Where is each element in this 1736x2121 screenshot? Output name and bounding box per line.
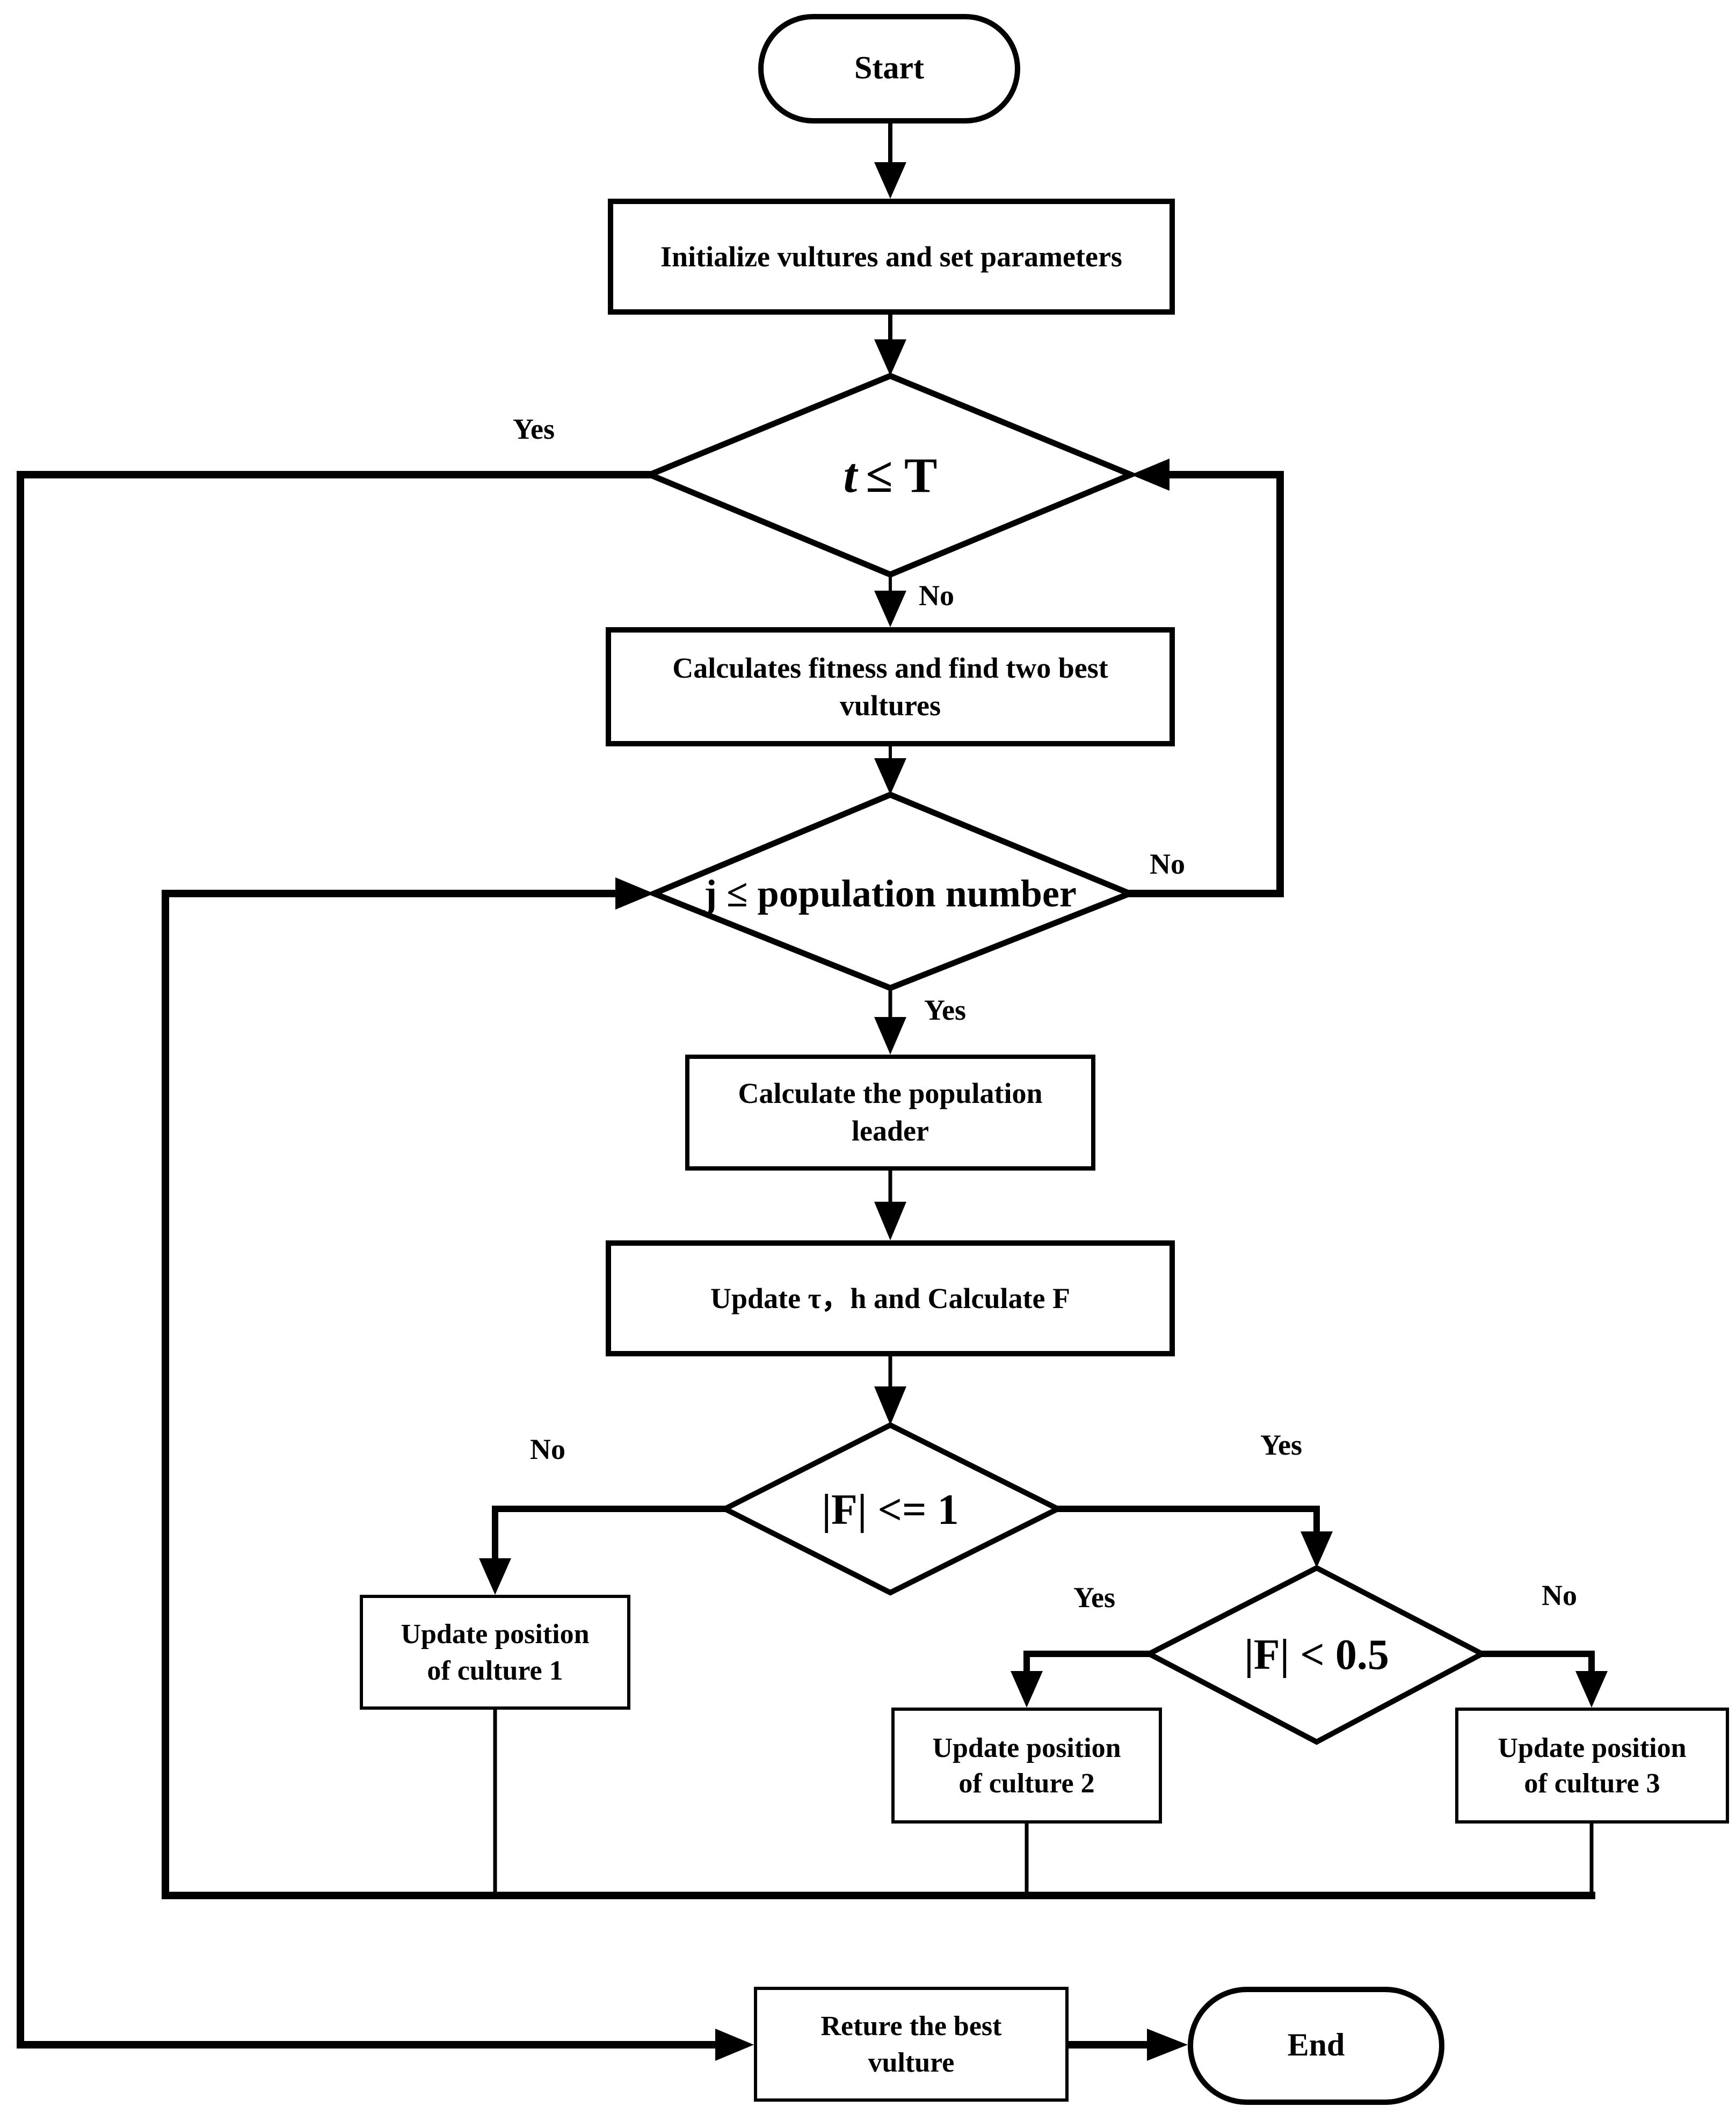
node-return-best-vulture-line2: vulture (868, 2046, 955, 2078)
arrowhead-into-condj-left (615, 877, 654, 910)
node-return-best-vulture[interactable]: Reture the best vulture (754, 1987, 1069, 2102)
arrowhead-into-condt-right (1131, 459, 1170, 491)
node-update-culture-1[interactable]: Update position of culture 1 (360, 1595, 630, 1710)
arrowhead-into-leader (874, 1017, 906, 1055)
arrowhead-into-end (1147, 2029, 1188, 2061)
node-update-culture-3-line1: Update position (1498, 1732, 1687, 1763)
arrowhead-into-condt (874, 339, 906, 376)
edge-condf1-yes-condf2 (1055, 1506, 1320, 1536)
node-start[interactable]: Start (758, 14, 1020, 124)
edge-condj-no-condt (1126, 471, 1284, 897)
node-update-culture-1-line2: of culture 1 (427, 1654, 563, 1686)
decision-t-comparison: ≤ T (866, 447, 938, 502)
node-calculate-fitness-line1: Calculates fitness and find two best (672, 651, 1108, 684)
arrowhead-into-condf2 (1301, 1531, 1333, 1568)
node-end[interactable]: End (1188, 1987, 1444, 2105)
node-update-culture-2-line2: of culture 2 (958, 1768, 1095, 1799)
node-update-culture-1-line1: Update position (401, 1618, 590, 1650)
edge-condf2-no-culture3 (1479, 1651, 1595, 1675)
decision-absF-lt-05-shape[interactable] (1143, 1565, 1488, 1745)
node-update-culture-2[interactable]: Update position of culture 2 (891, 1708, 1162, 1824)
arrowhead-into-culture1 (479, 1558, 511, 1595)
node-calculate-fitness-line2: vultures (839, 689, 941, 721)
edge-label-f2-no: No (1542, 1579, 1577, 1611)
decision-absF-le-1-label: |F| <= 1 (822, 1485, 959, 1533)
edge-label-t-no: No (919, 579, 954, 612)
edge-label-f1-no: No (530, 1433, 565, 1465)
node-initialize-label: Initialize vultures and set parameters (660, 240, 1122, 273)
arrowhead-into-update (874, 1202, 906, 1240)
arrowhead-into-condj (874, 758, 906, 795)
edge-condt-yes-return (17, 471, 720, 2049)
edge-condf2-yes-culture2 (1023, 1651, 1152, 1675)
arrowhead-into-fitness (874, 591, 906, 627)
edge-label-t-yes: Yes (513, 413, 555, 445)
decision-j-le-population-label: j ≤ population number (704, 872, 1077, 915)
node-start-label: Start (854, 50, 924, 86)
node-initialize[interactable]: Initialize vultures and set parameters (608, 199, 1175, 315)
decision-t-variable: t (843, 447, 858, 502)
node-population-leader-line1: Calculate the population (738, 1077, 1043, 1110)
edge-label-f2-yes: Yes (1073, 1581, 1115, 1614)
node-population-leader[interactable]: Calculate the population leader (685, 1055, 1095, 1171)
decision-t-le-T-label: t ≤ T (729, 432, 1051, 518)
decision-absF-lt-05-label: |F| < 0.5 (1244, 1630, 1389, 1678)
edge-condf1-no-culture1 (492, 1506, 728, 1563)
node-population-leader-line2: leader (852, 1115, 929, 1147)
edge-label-j-no: No (1150, 848, 1185, 880)
arrowhead-into-return (715, 2029, 754, 2061)
node-end-label: End (1287, 2027, 1345, 2063)
edge-label-j-yes: Yes (924, 994, 966, 1026)
node-update-tau-h-f-label: Update τ，h and Calculate F (710, 1282, 1070, 1314)
arrowhead-into-init (874, 162, 906, 199)
node-return-best-vulture-line1: Reture the best (820, 2010, 1002, 2042)
node-update-culture-2-line1: Update position (932, 1732, 1121, 1763)
arrowhead-into-culture2 (1011, 1671, 1043, 1708)
node-update-culture-3-line2: of culture 3 (1524, 1768, 1660, 1799)
arrowhead-into-culture3 (1575, 1671, 1608, 1708)
node-update-tau-h-f[interactable]: Update τ，h and Calculate F (606, 1240, 1175, 1356)
edge-label-f1-yes: Yes (1260, 1429, 1302, 1461)
decision-absF-le-1-shape[interactable] (718, 1422, 1064, 1596)
arrowhead-into-condf1 (874, 1386, 906, 1425)
node-calculate-fitness[interactable]: Calculates fitness and find two best vul… (606, 627, 1175, 746)
edge-junction-loop-condj (162, 890, 1595, 1899)
node-update-culture-3[interactable]: Update position of culture 3 (1455, 1708, 1729, 1824)
